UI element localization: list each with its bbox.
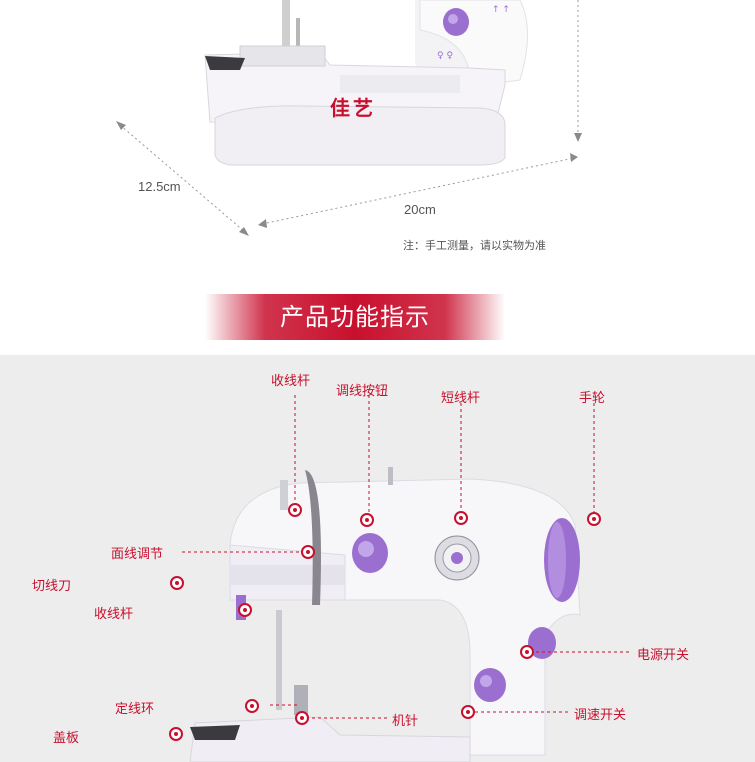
callout-take-up-lever-side: 收线杆 bbox=[94, 607, 134, 622]
section-title: 产品功能指示 bbox=[280, 303, 430, 331]
brand-logo: 佳艺 bbox=[330, 96, 376, 120]
target-needle bbox=[295, 711, 309, 725]
target-power-switch bbox=[520, 645, 534, 659]
height-label: 12.5cm bbox=[138, 179, 181, 194]
machine-needle-bar bbox=[276, 610, 282, 710]
callout-take-up-lever-top: 收线杆 bbox=[271, 374, 311, 389]
machine-base bbox=[189, 716, 471, 762]
machine-base-top bbox=[214, 105, 506, 166]
target-cover-plate bbox=[169, 727, 183, 741]
banner-background bbox=[205, 294, 505, 340]
callout-short-lever: 短线杆 bbox=[441, 391, 481, 406]
width-label: 20cm bbox=[404, 202, 436, 217]
callout-face-thread-adjust: 面线调节 bbox=[111, 547, 164, 562]
target-speed-switch bbox=[461, 705, 475, 719]
callout-power-switch: 电源开关 bbox=[637, 648, 690, 663]
machine-feature-illustration bbox=[182, 395, 630, 762]
section-banner: 产品功能指示 bbox=[205, 294, 505, 340]
target-take-up-lever-top bbox=[288, 503, 302, 517]
target-thread-button bbox=[360, 513, 374, 527]
machine-needle-bar bbox=[282, 0, 290, 48]
callout-needle: 机针 bbox=[392, 714, 419, 729]
callout-cover-plate: 盖板 bbox=[53, 731, 80, 746]
callout-speed-switch: 调速开关 bbox=[574, 708, 627, 723]
target-take-up-lever-side bbox=[238, 603, 252, 617]
machine-face-plate bbox=[305, 470, 321, 605]
measurement-note: 注：手工测量，请以实物为准 bbox=[403, 239, 546, 252]
target-short-lever bbox=[454, 511, 468, 525]
callout-thread-button: 调线按钮 bbox=[336, 384, 389, 399]
callout-thread-cutter: 切线刀 bbox=[32, 579, 72, 594]
machine-power-switch bbox=[528, 627, 556, 659]
target-thread-cutter bbox=[170, 576, 184, 590]
target-thread-ring bbox=[245, 699, 259, 713]
svg-text:↑ ↑: ↑ ↑ bbox=[492, 5, 510, 15]
svg-text:♀ ♀: ♀ ♀ bbox=[437, 51, 453, 61]
target-face-thread-adjust bbox=[301, 545, 315, 559]
machine-top-illustration: ↑ ↑ ♀ ♀ bbox=[116, 0, 582, 236]
target-handwheel bbox=[587, 512, 601, 526]
width-dimension-line bbox=[261, 157, 575, 225]
callout-thread-ring: 定线环 bbox=[115, 702, 155, 717]
callout-handwheel: 手轮 bbox=[579, 391, 606, 406]
